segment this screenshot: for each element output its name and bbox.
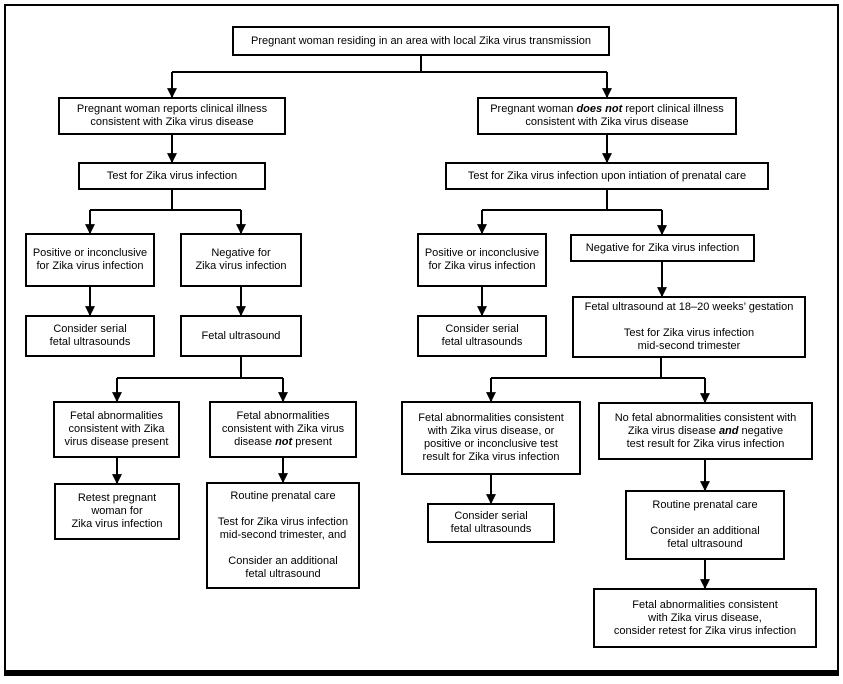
flow-node-text-line: consistent with Zika virus — [221, 423, 345, 435]
flow-node-ultrasound-18-20: Fetal ultrasound at 18–20 weeks’ gestati… — [572, 296, 806, 358]
flow-node-text-line: Consider serial — [445, 323, 519, 335]
flow-node-text-line: Fetal abnormalities — [70, 410, 163, 422]
flow-node-text-line: No fetal abnormalities consistent with — [614, 411, 797, 424]
flow-node-text-line: Fetal abnormalities consistent — [418, 412, 564, 424]
flow-node-text-line: result for Zika virus infection — [422, 451, 560, 463]
flow-node-text-line: Zika virus disease and negative — [627, 424, 784, 437]
flow-node-text-line: Fetal abnormalities consistent — [632, 598, 778, 611]
flow-node-text-line: Consider an additional — [650, 525, 760, 537]
flow-node-text-line: consistent with Zika virus disease — [90, 116, 254, 128]
flow-node-text-line: fetal ultrasounds — [49, 336, 131, 348]
flow-node-text-line: virus disease present — [64, 436, 169, 448]
flow-node-text-line: Negative for Zika virus infection — [585, 241, 740, 254]
flow-node-text-line: Test for Zika virus infection upon intia… — [467, 169, 747, 182]
flow-node-text-line: test result for Zika virus infection — [626, 437, 785, 450]
flow-node-text-line: for Zika virus infection — [36, 260, 144, 272]
flow-node-text-line: Pregnant woman residing in an area with … — [251, 34, 591, 47]
flow-node-test-zika: Test for Zika virus infection — [78, 162, 266, 190]
flow-node-text-line: fetal ultrasound — [245, 568, 321, 580]
flow-node-text-line: disease not present — [234, 436, 332, 448]
flow-node-text-line: Consider serial — [454, 510, 528, 522]
flow-node-text-line: fetal ultrasounds — [441, 336, 523, 348]
flow-node-text-line: for Zika virus infection — [428, 260, 536, 272]
flow-node-text-line: consistent with Zika — [68, 423, 165, 435]
flow-node-text-line: Test for Zika virus infection — [623, 327, 755, 339]
flow-node-text-line: Routine prenatal care — [652, 499, 758, 511]
flow-node-text-line: Consider serial — [53, 323, 127, 335]
flow-node-text-line: with Zika virus disease, or — [427, 425, 555, 437]
flow-node-negative-right: Negative for Zika virus infection — [570, 234, 755, 262]
flow-node-text-line: Consider an additional — [228, 555, 338, 567]
flow-node-text-line: Negative for — [211, 247, 271, 259]
flow-node-text-line: Zika virus infection — [195, 260, 287, 272]
flow-node-text-line: with Zika virus disease, — [648, 611, 762, 624]
figure-border — [4, 4, 839, 676]
flow-node-test-zika-prenatal: Test for Zika virus infection upon intia… — [445, 162, 769, 190]
flow-node-text-line: Pregnant woman reports clinical illness — [76, 103, 268, 115]
flow-node-text-line: fetal ultrasound — [667, 538, 743, 550]
flow-node-text-line: Fetal ultrasound — [201, 329, 281, 342]
flow-node-text-line: mid-second trimester — [637, 340, 741, 352]
flow-node-text-line: Test for Zika virus infection — [217, 516, 349, 528]
flow-node-text-line: Positive or inconclusive — [32, 247, 148, 259]
flow-node-text-line: consistent with Zika virus disease — [525, 116, 689, 128]
flow-node-root: Pregnant woman residing in an area with … — [232, 26, 610, 56]
flow-node-does-not-report-illness: Pregnant woman does not report clinical … — [477, 97, 737, 135]
flow-node-text-line: Routine prenatal care — [230, 490, 336, 502]
flow-node-text-line: consider retest for Zika virus infection — [613, 624, 797, 637]
flow-node-text-line: woman for — [91, 505, 143, 517]
flow-node-text-line: Pregnant woman does not report clinical … — [490, 103, 724, 115]
flow-node-text-line: Retest pregnant — [77, 492, 157, 504]
flow-node-text-line: Test for Zika virus infection — [106, 169, 238, 182]
flow-node-text-line: Fetal ultrasound at 18–20 weeks’ gestati… — [584, 301, 794, 313]
flow-node-text-line: mid-second trimester, and — [219, 529, 347, 541]
flow-node-text-line: Positive or inconclusive — [424, 247, 540, 259]
flow-node-fetal-ultrasound: Fetal ultrasound — [180, 315, 302, 357]
flow-node-text-line: positive or inconclusive test — [424, 438, 558, 450]
flow-node-text-line: Fetal abnormalities — [236, 410, 330, 422]
flow-node-text-line: fetal ultrasounds — [450, 523, 532, 535]
flow-node-text-line: Zika virus infection — [71, 518, 163, 530]
